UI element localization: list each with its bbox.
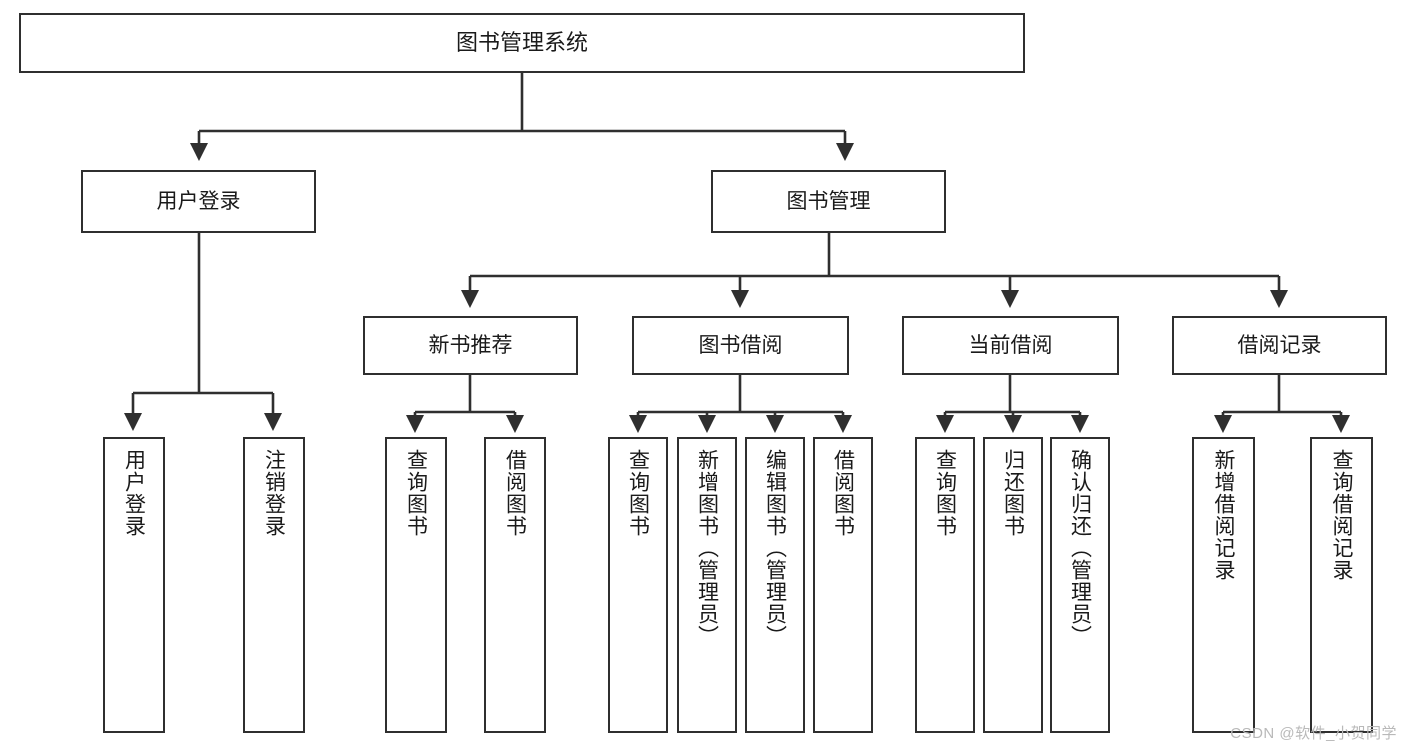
node-label: 查询图书 xyxy=(626,449,650,537)
node-borrow-record[interactable]: 借阅记录 xyxy=(1172,316,1387,375)
leaf-return-book[interactable]: 归还图书 xyxy=(983,437,1043,733)
leaf-confirm-return-admin[interactable]: 确认归还（管理员） xyxy=(1050,437,1110,733)
node-label: 确认归还（管理员） xyxy=(1068,449,1092,647)
node-label: 新增图书（管理员） xyxy=(695,449,719,647)
node-label: 归还图书 xyxy=(1001,449,1025,537)
node-label: 新增借阅记录 xyxy=(1212,449,1235,581)
node-label: 图书管理 xyxy=(786,189,871,213)
node-label: 查询图书 xyxy=(404,449,428,537)
leaf-query-borrow-record[interactable]: 查询借阅记录 xyxy=(1310,437,1373,733)
watermark-text: CSDN @软件_小贺同学 xyxy=(1230,725,1397,742)
leaf-query-book-recommend[interactable]: 查询图书 xyxy=(385,437,447,733)
node-current-borrow[interactable]: 当前借阅 xyxy=(902,316,1119,375)
node-label: 当前借阅 xyxy=(968,333,1053,357)
node-label: 新书推荐 xyxy=(428,333,513,357)
leaf-add-book-admin[interactable]: 新增图书（管理员） xyxy=(677,437,737,733)
node-label: 图书借阅 xyxy=(698,333,783,357)
node-label: 编辑图书（管理员） xyxy=(763,449,787,647)
node-root-system[interactable]: 图书管理系统 xyxy=(19,13,1025,73)
node-new-book-recommend[interactable]: 新书推荐 xyxy=(363,316,578,375)
leaf-add-borrow-record[interactable]: 新增借阅记录 xyxy=(1192,437,1255,733)
node-label: 借阅图书 xyxy=(503,449,527,537)
node-label: 注销登录 xyxy=(262,449,286,537)
leaf-user-login[interactable]: 用户登录 xyxy=(103,437,165,733)
node-label: 用户登录 xyxy=(122,449,146,537)
node-label: 查询图书 xyxy=(933,449,957,537)
node-label: 查询借阅记录 xyxy=(1330,449,1353,581)
leaf-edit-book-admin[interactable]: 编辑图书（管理员） xyxy=(745,437,805,733)
node-label: 借阅记录 xyxy=(1237,333,1322,357)
node-user-login[interactable]: 用户登录 xyxy=(81,170,316,233)
leaf-borrow-book-recommend[interactable]: 借阅图书 xyxy=(484,437,546,733)
leaf-query-book-borrow[interactable]: 查询图书 xyxy=(608,437,668,733)
leaf-borrow-book[interactable]: 借阅图书 xyxy=(813,437,873,733)
node-label: 借阅图书 xyxy=(831,449,855,537)
leaf-logout[interactable]: 注销登录 xyxy=(243,437,305,733)
leaf-query-book-current[interactable]: 查询图书 xyxy=(915,437,975,733)
node-label: 用户登录 xyxy=(156,189,241,213)
node-book-manage[interactable]: 图书管理 xyxy=(711,170,946,233)
node-label: 图书管理系统 xyxy=(455,29,588,55)
node-book-borrow[interactable]: 图书借阅 xyxy=(632,316,849,375)
